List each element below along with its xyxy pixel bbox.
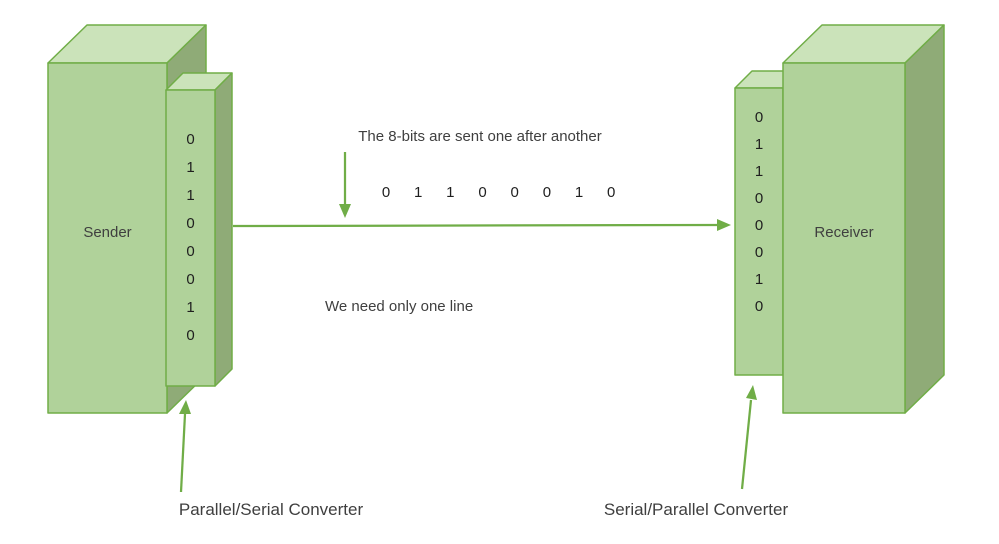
stream-bit: 1 bbox=[414, 184, 423, 201]
receiver-converter-label: Serial/Parallel Converter bbox=[603, 500, 789, 519]
stream-bit: 0 bbox=[542, 184, 552, 201]
sender-label: Sender bbox=[83, 224, 132, 241]
sender-converter-pointer-arrow bbox=[179, 400, 191, 493]
bit: 0 bbox=[754, 217, 764, 234]
bit: 0 bbox=[186, 215, 195, 232]
receiver-label: Receiver bbox=[814, 224, 874, 241]
bit: 1 bbox=[186, 299, 195, 316]
bit: 1 bbox=[186, 187, 195, 204]
receiver-box-side-face bbox=[904, 24, 945, 414]
bit: 0 bbox=[186, 327, 195, 344]
bit: 0 bbox=[754, 109, 764, 126]
bit: 0 bbox=[186, 243, 195, 260]
bit: 0 bbox=[754, 298, 764, 315]
sender-converter-pointer-line bbox=[179, 413, 187, 493]
bit: 0 bbox=[186, 271, 195, 288]
sender-converter-box bbox=[165, 72, 233, 387]
bit-stream: 0 1 1 0 0 0 1 0 bbox=[372, 182, 625, 204]
caption-pointer-arrowhead bbox=[339, 204, 351, 218]
stream-bit: 0 bbox=[478, 184, 487, 201]
sender-converter-side-face bbox=[214, 72, 233, 387]
bit: 0 bbox=[754, 244, 764, 261]
bit: 1 bbox=[186, 159, 195, 176]
stream-bit: 0 bbox=[607, 184, 616, 201]
receiver-converter-pointer-line bbox=[740, 399, 753, 490]
sender-converter-bits: 0 1 1 0 0 0 1 0 bbox=[166, 126, 215, 350]
top-caption: The 8-bits are sent one after another bbox=[358, 128, 602, 145]
transmission-line-arrow bbox=[232, 219, 731, 231]
bit: 0 bbox=[186, 131, 195, 148]
bit: 1 bbox=[754, 136, 764, 153]
sender-converter-front-face bbox=[165, 89, 216, 387]
bit: 0 bbox=[754, 190, 764, 207]
stream-bit: 1 bbox=[446, 184, 455, 201]
sender-converter-pointer-arrowhead bbox=[179, 400, 191, 414]
transmission-line bbox=[232, 223, 719, 228]
stream-bit: 1 bbox=[574, 184, 584, 201]
receiver-converter-bits: 0 1 1 0 0 0 1 0 bbox=[735, 104, 783, 320]
stream-bit: 0 bbox=[381, 184, 391, 201]
stream-bit: 0 bbox=[510, 184, 519, 201]
sender-converter-label: Parallel/Serial Converter bbox=[178, 500, 364, 519]
middle-caption: We need only one line bbox=[325, 298, 474, 315]
receiver-converter-pointer-arrow bbox=[740, 385, 757, 490]
receiver-box bbox=[782, 24, 945, 414]
sender-box-front-face bbox=[47, 62, 168, 414]
bit: 1 bbox=[754, 163, 764, 180]
transmission-line-arrowhead bbox=[717, 219, 731, 231]
bit: 1 bbox=[754, 271, 764, 288]
receiver-box-front-face bbox=[782, 62, 906, 414]
caption-pointer-arrow bbox=[339, 152, 351, 218]
receiver-converter-pointer-arrowhead bbox=[746, 385, 757, 400]
